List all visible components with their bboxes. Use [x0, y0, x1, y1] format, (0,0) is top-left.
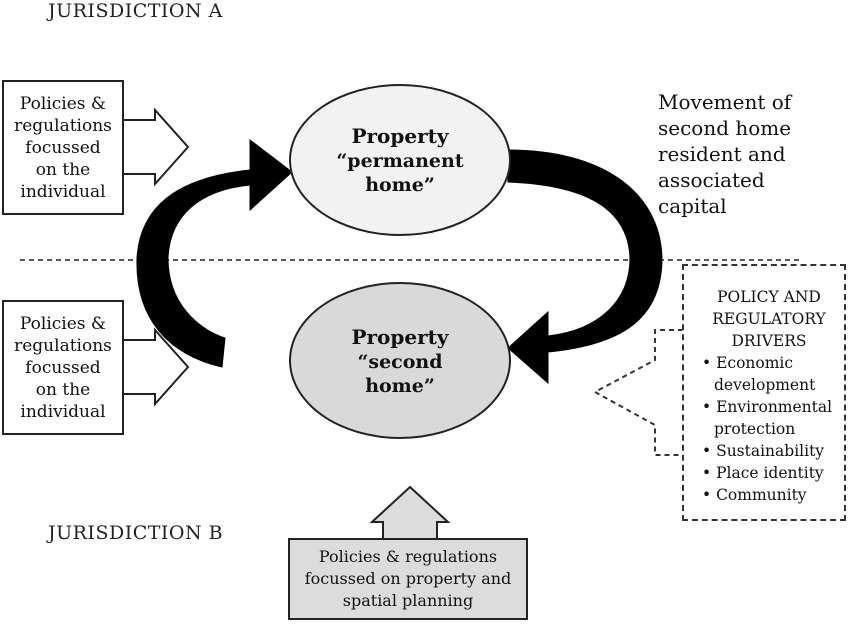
drivers-list: • Economic development • Environmental p… [702, 352, 836, 506]
second-home-line3: home” [365, 374, 435, 397]
jurisdiction-a-label: JURISDICTION A [48, 0, 223, 22]
movement-line: capital [658, 194, 727, 218]
drivers-title-3: DRIVERS [731, 332, 807, 350]
policy-line: focussed [25, 137, 101, 158]
second-home-ellipse: Property “second home” [289, 282, 511, 439]
policy-line: regulations [14, 335, 112, 356]
policy-line: individual [20, 401, 106, 422]
drivers-title-2: REGULATORY [712, 310, 826, 328]
movement-line: associated [658, 168, 765, 192]
jurisdiction-b-label: JURISDICTION B [48, 522, 224, 544]
movement-label: Movement of second home resident and ass… [658, 89, 791, 219]
individual-policy-arrow-bottom [121, 327, 190, 407]
policy-line: Policies & [19, 313, 107, 334]
permanent-home-line2: “permanent [336, 150, 464, 172]
property-policy-line: Policies & regulations [318, 547, 498, 566]
property-policy-arrow [369, 485, 451, 541]
driver-item: • Place identity [702, 464, 824, 482]
second-home-line2: “second [357, 350, 443, 373]
policy-line: Policies & [19, 93, 107, 114]
driver-item: • Sustainability [702, 442, 825, 460]
flow-arrow-left [136, 138, 293, 368]
policy-line: on the [35, 379, 91, 400]
policy-drivers-box: POLICY AND REGULATORY DRIVERS • Economic… [682, 264, 846, 521]
drivers-title-1: POLICY AND [717, 288, 821, 306]
individual-policy-box-top: Policies & regulations focussed on the i… [2, 80, 124, 215]
policy-line: focussed [25, 357, 101, 378]
permanent-home-title: Property [351, 124, 449, 148]
individual-policy-arrow-top [121, 107, 190, 187]
property-policy-line: focussed on property and [304, 569, 512, 588]
driver-item: • Community [702, 486, 807, 504]
property-policy-box: Policies & regulations focussed on prope… [288, 538, 528, 620]
individual-policy-box-bottom: Policies & regulations focussed on the i… [2, 300, 124, 435]
property-policy-line: spatial planning [342, 591, 474, 610]
policy-line: on the [35, 159, 91, 180]
drivers-arrow [592, 329, 683, 456]
permanent-home-line3: home” [365, 174, 435, 196]
permanent-home-ellipse: Property “permanent home” [289, 84, 511, 236]
flow-arrow-right [507, 149, 663, 385]
second-home-title: Property [351, 324, 449, 349]
driver-item: • Environmental protection [702, 398, 833, 438]
driver-item: • Economic development [702, 354, 816, 394]
policy-line: regulations [14, 115, 112, 136]
policy-line: individual [20, 181, 106, 202]
movement-line: Movement of [658, 90, 792, 114]
movement-line: resident and [658, 142, 786, 166]
movement-line: second home [658, 116, 792, 140]
